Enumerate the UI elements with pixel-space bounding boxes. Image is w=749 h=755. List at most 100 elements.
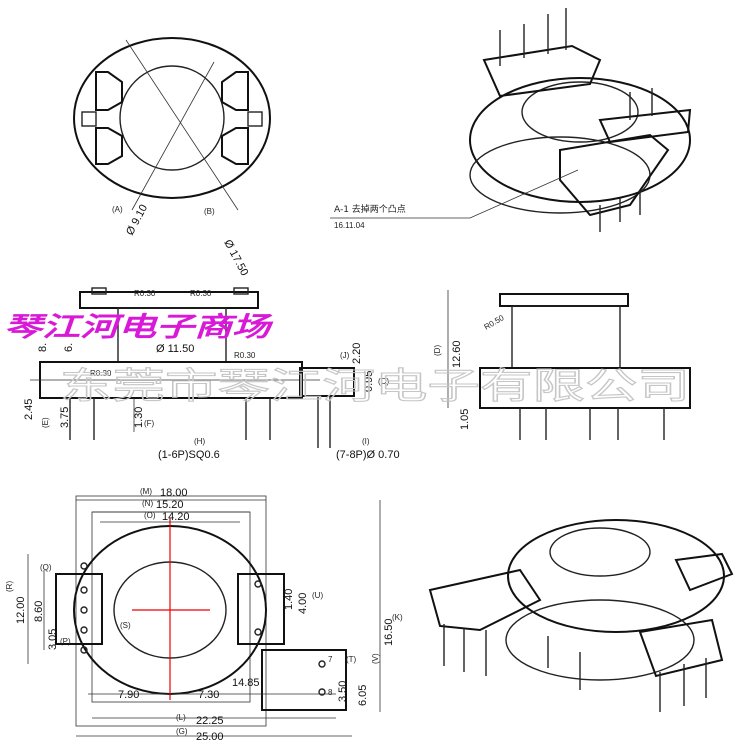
pin-hole: [80, 586, 88, 594]
dim-1420: 14.20: [162, 511, 190, 523]
label-o: (O): [144, 511, 156, 520]
label-a: (A): [112, 205, 123, 214]
label-u: (U): [312, 591, 323, 600]
side-view: R0.50 12.60 (D) 1.05: [433, 290, 691, 440]
label-j: (J): [340, 351, 350, 360]
side-base: [479, 367, 691, 409]
diagonal-a: [131, 61, 215, 211]
company-watermark: 东莞市琴江河电子有限公司: [60, 366, 690, 407]
dim-r-top-right: R0.30: [190, 289, 212, 298]
iso2-bore: [549, 527, 651, 577]
label-n: (N): [142, 499, 153, 508]
iso2-front-pin-block: [638, 618, 724, 678]
right-tab: [247, 111, 263, 127]
dim-605: 6.05: [357, 685, 369, 706]
label-s: (S): [120, 621, 131, 630]
pin-hole: [318, 660, 326, 668]
iso-top-bore: [521, 81, 639, 143]
dim-095: 0.95: [363, 371, 375, 392]
label-k: (K): [392, 613, 403, 622]
iso-view-top: A-1 去掉两个凸点 16.11.04: [330, 8, 692, 232]
dim-790: 7.90: [118, 689, 139, 701]
pin-hole: [80, 562, 88, 570]
iso-top-pin-block: [482, 44, 602, 98]
dim-1485: 14.85: [232, 677, 260, 689]
dim-a: Ø 9.10: [124, 203, 150, 238]
right-upper-notch: [221, 71, 249, 111]
dim-105: 1.05: [459, 409, 471, 430]
label-r: (R): [5, 581, 14, 592]
pin-hole: [80, 646, 88, 654]
dim-r050: R0.50: [483, 313, 506, 332]
right-lower-notch: [221, 127, 249, 165]
dim-1800: 18.00: [160, 487, 188, 499]
bottom-view: (M) 18.00 (N) 15.20 (O) 14.20 (R) 12.00 …: [5, 487, 403, 743]
dim-1260: 12.60: [451, 340, 463, 368]
bottom-lug: [261, 649, 347, 711]
label-h: (H): [194, 437, 205, 446]
left-upper-notch: [95, 71, 123, 111]
label-g: (G): [176, 727, 188, 736]
dim-1650: 16.50: [383, 618, 395, 646]
iso-view-bottom: [428, 519, 734, 712]
revision-date: 16.11.04: [334, 221, 365, 230]
dim-730: 7.30: [198, 689, 219, 701]
dim-375: 3.75: [59, 407, 71, 428]
pin-hole: [254, 580, 262, 588]
diagonal-b: [125, 39, 239, 211]
pin-detail-body: [299, 367, 355, 397]
label-t: (T): [346, 655, 357, 664]
iso-right-pin-block: [598, 108, 692, 144]
left-lower-notch: [95, 127, 123, 165]
dim-1200: 12.00: [15, 596, 27, 624]
shop-watermark: 琴江河电子商场: [4, 312, 274, 343]
iso2-right-lug: [674, 552, 734, 592]
dim-860: 8.60: [33, 601, 45, 622]
label-m: (M): [140, 487, 152, 496]
pin-label-8: 8: [328, 688, 333, 697]
side-core: [511, 305, 621, 369]
dim-350: 3.50: [337, 681, 349, 702]
pin-label-7: 7: [328, 655, 333, 664]
top-view-bore: [119, 65, 225, 171]
dim-2500: 25.00: [196, 731, 224, 743]
dim-400: 4.00: [297, 593, 309, 614]
label-e: (E): [41, 417, 50, 428]
label-f: (F): [144, 419, 155, 428]
dim-130: 1.30: [133, 407, 145, 428]
dim-1520: 15.20: [156, 499, 184, 511]
dim-220: 2.20: [351, 343, 363, 364]
iso2-left-pin-block: [428, 568, 542, 632]
pin-spec-h: (1-6P)SQ0.6: [158, 449, 220, 461]
front-bump: [91, 287, 107, 295]
label-i: (I): [362, 437, 370, 446]
pin-spec-i: (7-8P)Ø 0.70: [336, 449, 400, 461]
bottom-left-pin-block: [55, 573, 103, 645]
iso2-top-flange: [507, 519, 725, 633]
dim-2225: 22.25: [196, 715, 224, 727]
label-c: (C): [378, 377, 389, 386]
dim-245: 2.45: [23, 399, 35, 420]
label-q: (Q): [40, 563, 52, 572]
pin-hole: [80, 606, 88, 614]
pin-detail: (J) 2.20 0.95 (C) (H) (1-6P)SQ0.6 (I) (7…: [158, 343, 400, 461]
dim-r-mid: R0.30: [234, 351, 256, 360]
dim-b: Ø 17.50: [221, 238, 250, 278]
dim-h6: 6.: [63, 343, 75, 352]
pin-hole: [318, 688, 326, 696]
label-b: (B): [204, 207, 215, 216]
dim-inner-dia: Ø 11.50: [156, 343, 194, 355]
dim-r-top-left: R0.30: [134, 289, 156, 298]
label-l: (L): [176, 713, 186, 722]
label-p: (P): [60, 637, 71, 646]
side-top-flange: [499, 293, 629, 307]
dim-305: 3.05: [47, 629, 59, 650]
front-view: R0.30 R0.30 Ø 11.50 R0.30 R0.30 8. 6. 2.…: [23, 287, 320, 440]
bottom-right-pin-block: [237, 573, 285, 645]
iso2-bottom-flange: [505, 599, 695, 681]
label-d: (D): [433, 345, 442, 356]
pin-hole: [80, 626, 88, 634]
iso-front-pin-block: [559, 133, 670, 217]
